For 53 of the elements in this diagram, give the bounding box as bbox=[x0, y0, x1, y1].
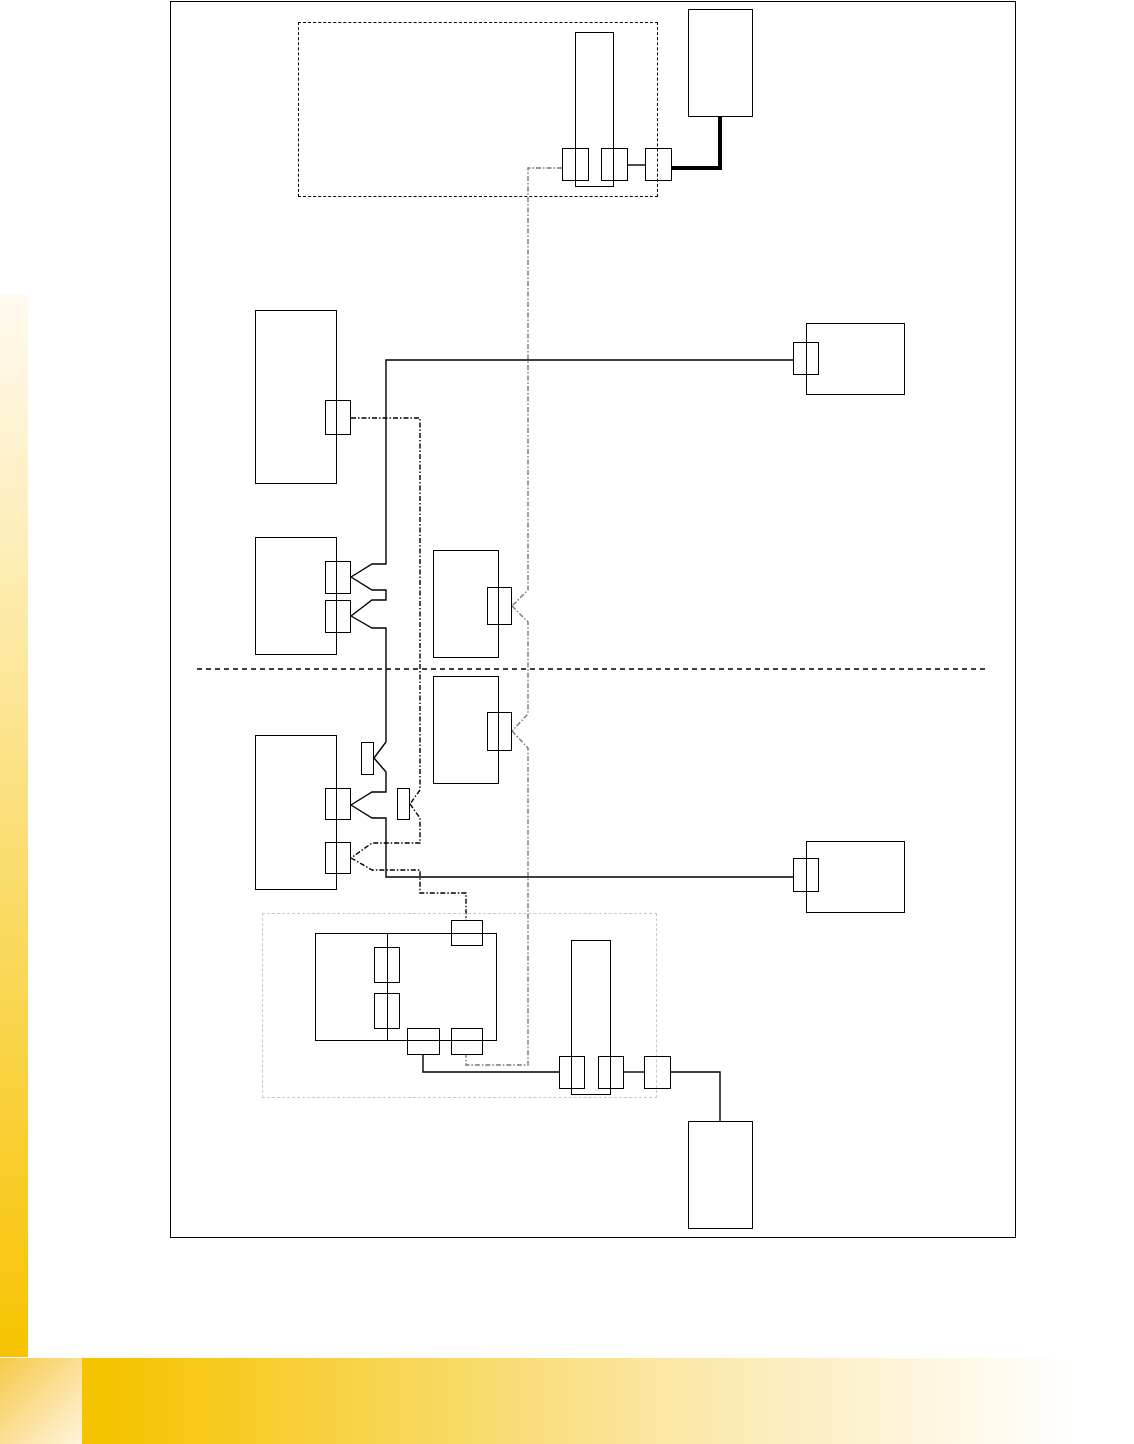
device-box bbox=[688, 1121, 753, 1229]
connector-line bbox=[465, 730, 529, 1066]
device-box bbox=[255, 310, 337, 484]
connector-line bbox=[627, 164, 646, 166]
port-box bbox=[406, 1027, 440, 1055]
connector-line bbox=[422, 1054, 560, 1073]
port-box bbox=[325, 842, 351, 874]
dashed-group-box bbox=[262, 913, 657, 1098]
device-box bbox=[806, 323, 905, 395]
connector-line bbox=[670, 1071, 721, 1122]
port-box bbox=[450, 1027, 483, 1055]
connector-line bbox=[511, 605, 529, 732]
port-box bbox=[325, 788, 351, 820]
port-box bbox=[397, 788, 410, 820]
connector-line bbox=[350, 615, 387, 759]
port-box bbox=[373, 992, 400, 1029]
device-box bbox=[688, 9, 753, 117]
connector-line bbox=[350, 803, 421, 859]
port-box bbox=[325, 600, 351, 633]
connector-line bbox=[350, 757, 387, 806]
device-box bbox=[255, 735, 337, 890]
port-box bbox=[450, 919, 483, 946]
device-box bbox=[806, 841, 905, 913]
port-box bbox=[361, 742, 374, 775]
port-box bbox=[558, 1055, 585, 1089]
port-box bbox=[325, 561, 351, 594]
port-box bbox=[600, 147, 628, 181]
device-box bbox=[433, 550, 499, 658]
device-box bbox=[314, 932, 388, 1041]
device-box bbox=[433, 676, 499, 784]
port-box bbox=[645, 148, 672, 181]
port-box bbox=[487, 587, 512, 625]
port-box bbox=[325, 400, 351, 435]
connector-line bbox=[623, 1071, 645, 1073]
dashed-group-box bbox=[298, 22, 658, 197]
connector-line bbox=[350, 576, 387, 617]
port-box bbox=[487, 712, 512, 751]
port-box bbox=[793, 858, 819, 892]
device-box bbox=[574, 31, 614, 187]
connector-line bbox=[350, 417, 421, 805]
device-box bbox=[570, 939, 611, 1095]
port-box bbox=[793, 342, 819, 375]
connector-line bbox=[672, 117, 722, 170]
port-box bbox=[561, 147, 589, 181]
connector-line bbox=[350, 359, 794, 578]
connector-line bbox=[350, 857, 467, 921]
device-box bbox=[386, 932, 497, 1041]
connector-line bbox=[350, 804, 794, 878]
port-box bbox=[644, 1056, 671, 1089]
port-box bbox=[597, 1055, 624, 1089]
connector-line bbox=[511, 167, 563, 607]
port-box bbox=[373, 946, 400, 983]
device-box bbox=[255, 537, 337, 655]
